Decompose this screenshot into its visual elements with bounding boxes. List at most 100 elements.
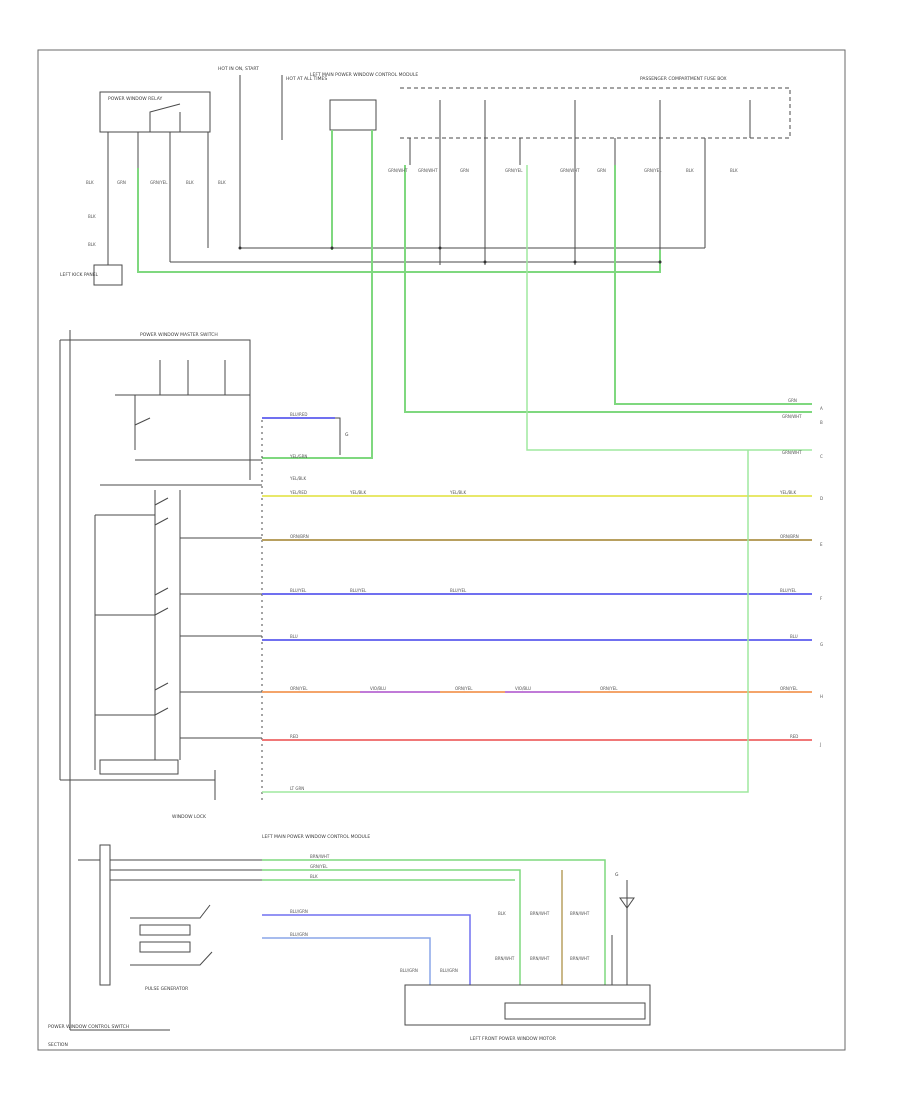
wire-label: ORN/YEL (780, 686, 798, 691)
svg-text:C: C (820, 454, 823, 459)
master-switch-label: POWER WINDOW MASTER SWITCH (140, 332, 218, 338)
wire-label: GRN/YEL (150, 180, 168, 185)
wire-label: BLK (498, 911, 506, 916)
bottom-left-label: POWER WINDOW CONTROL SWITCH (48, 1024, 129, 1030)
bottom-blue (262, 914, 471, 985)
svg-text:E: E (820, 542, 823, 547)
wire-label: ORN/YEL (290, 686, 308, 691)
bottom-lightblue (262, 937, 431, 985)
bottom-switch-symbols (130, 904, 213, 966)
wire-label: GRN (788, 398, 797, 403)
relay-contact (149, 103, 181, 132)
window-lock-label: WINDOW LOCK (172, 814, 207, 820)
wire-label: BLU/YEL (450, 588, 467, 593)
wire-label: BLU/GRN (290, 932, 308, 937)
master-switch-internals (60, 360, 263, 800)
wire-label: BRN/WHT (570, 956, 590, 961)
wire-label: BLK (186, 180, 194, 185)
wire-label: BLU/RED (290, 412, 307, 417)
right-pin-letters: A B C D E F G H J (819, 406, 823, 747)
bottom-green-2 (262, 869, 521, 985)
wire-label: GRN/WHT (782, 450, 802, 455)
wire-label: BLU/GRN (290, 909, 308, 914)
wire-label: BLU/YEL (350, 588, 367, 593)
wire-label: ORN/YEL (600, 686, 618, 691)
wire-label: GRN/YEL (644, 168, 662, 173)
wire-light-green (262, 450, 749, 793)
wire-label: GRN/YEL (505, 168, 523, 173)
wire-label: GRN (117, 180, 126, 185)
wire-label: BLU (790, 634, 798, 639)
module-green-2 (262, 130, 373, 459)
wire-label: YEL/GRN (289, 454, 307, 459)
svg-text:H: H (820, 694, 823, 699)
wire-label: VIO/BLU (515, 686, 531, 691)
diagram-frame (37, 49, 846, 1051)
wire-label: LT GRN (290, 786, 304, 791)
bottom-module-label: LEFT MAIN POWER WINDOW CONTROL MODULE (262, 834, 370, 840)
green-run-2 (614, 165, 812, 405)
module-box (329, 99, 377, 131)
svg-text:F: F (820, 596, 823, 601)
wire-label: GRN/WHT (782, 414, 802, 419)
ground-symbol-right (611, 880, 635, 985)
wire-label: ORN/YEL (455, 686, 473, 691)
wire-label: ORN/BRN (780, 534, 799, 539)
wire-label: BRN/WHT (570, 911, 590, 916)
relay-ground-label: LEFT KICK PANEL (60, 272, 99, 278)
wire-label: YEL/BLK (349, 490, 367, 495)
wire-label: BRN/WHT (530, 956, 550, 961)
motor-label: LEFT FRONT POWER WINDOW MOTOR (470, 1036, 556, 1042)
wire-label: RED (290, 734, 298, 739)
wire-label: BRN/WHT (495, 956, 515, 961)
wire-label: BLK (88, 242, 96, 247)
wire-label: GRN/WHT (388, 168, 408, 173)
wire-label: BRN/WHT (310, 854, 330, 859)
green-bus (137, 168, 661, 273)
wire-label: BLU/GRN (440, 968, 458, 973)
wire-label: ORN/BRN (290, 534, 309, 539)
wire-label: BRN/WHT (530, 911, 550, 916)
module-label: LEFT MAIN POWER WINDOW CONTROL MODULE (310, 72, 418, 78)
ground-label-left: G (345, 432, 349, 438)
wire-label: BLU/YEL (290, 588, 307, 593)
green-run-3 (526, 165, 812, 451)
svg-text:G: G (820, 642, 823, 647)
relay-label: POWER WINDOW RELAY (108, 96, 162, 102)
wire-label: BLU/YEL (780, 588, 797, 593)
wire-label: YEL/RED (289, 490, 307, 495)
fuse-panel-label: PASSENGER COMPARTMENT FUSE BOX (640, 76, 727, 82)
power-window-relay (99, 91, 211, 133)
wire-label: YEL/BLK (289, 476, 307, 481)
svg-text:J: J (819, 742, 821, 747)
wire-label: BLK (730, 168, 738, 173)
wire-label: GRN/WHT (560, 168, 580, 173)
motor-sub-label: PULSE GENERATOR (145, 986, 188, 992)
wire-label: BLK (310, 874, 318, 879)
footer-label: SECTION (48, 1042, 68, 1048)
svg-text:B: B (820, 420, 823, 425)
wire-label: BLK (88, 214, 96, 219)
wire-label: BLK (218, 180, 226, 185)
wire-label: GRN/WHT (418, 168, 438, 173)
wire-label: YEL/BLK (449, 490, 467, 495)
svg-text:A: A (820, 406, 823, 411)
green-run-1 (404, 165, 812, 413)
svg-text:D: D (820, 496, 823, 501)
bottom-connector-strip (99, 844, 111, 986)
wire-label: BLU/GRN (400, 968, 418, 973)
junction-dots (238, 246, 662, 264)
wire-label: YEL/BLK (779, 490, 797, 495)
relay-ground-box (93, 264, 123, 286)
ground-label-right: G (615, 872, 619, 878)
hot-run-label: HOT IN ON, START (218, 66, 259, 72)
wire-label: BLK (686, 168, 694, 173)
wire-label: BLU (290, 634, 298, 639)
fuse-columns (409, 100, 751, 265)
motor-inner-box (504, 1002, 646, 1020)
fuse-box-outline (400, 87, 791, 139)
wire-label: GRN/YEL (310, 864, 328, 869)
wire-label: RED (790, 734, 798, 739)
